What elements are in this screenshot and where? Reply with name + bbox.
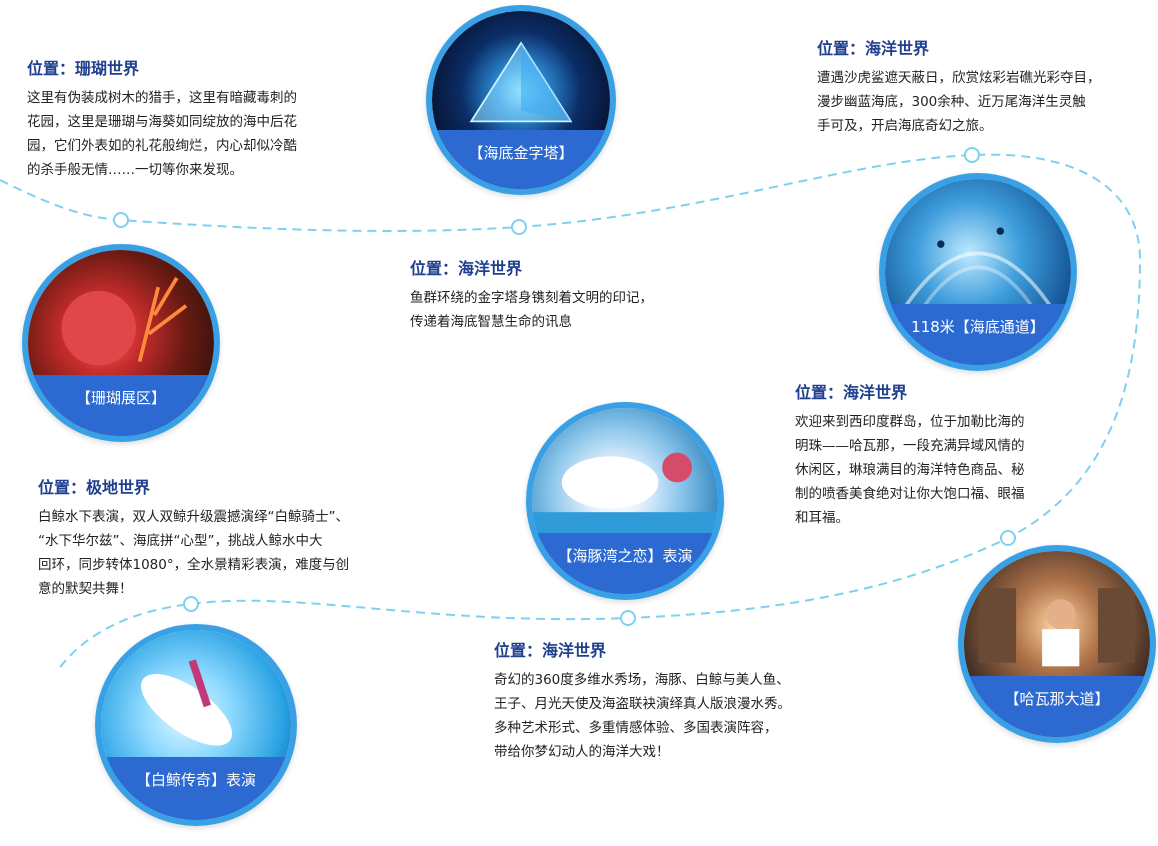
coral-caption: 【珊瑚展区】	[28, 374, 214, 436]
desc-line: 花园，这里是珊瑚与海葵如同绽放的海中后花	[27, 114, 297, 130]
pyramid-location: 位置：海洋世界	[410, 259, 523, 278]
dolphin-location: 位置：海洋世界	[494, 641, 607, 660]
beluga-info: 位置：极地世界 白鲸水下表演，双人双鲸升级震撼演绎“白鲸骑士”、 “水下华尔兹”…	[38, 477, 418, 601]
desc-line: 王子、月光天使及海盗联袂演绎真人版浪漫水秀。	[494, 696, 791, 712]
tunnel-description: 遭遇沙虎鲨遮天蔽日，欣赏炫彩岩礁光彩夺目， 漫步幽蓝海底，300余种、近万尾海洋…	[817, 66, 1147, 138]
havana-location: 位置：海洋世界	[795, 383, 908, 402]
coral-icon	[61, 276, 188, 366]
route-node	[511, 219, 527, 235]
route-node	[183, 596, 199, 612]
desc-line: 白鲸水下表演，双人双鲸升级震撼演绎“白鲸骑士”、	[38, 509, 349, 525]
beluga-icon	[141, 659, 232, 746]
desc-line: 的杀手般无情……一切等你来发现。	[27, 162, 243, 178]
desc-line: 园，它们外表如的礼花般绚烂，内心却似冷酷	[27, 138, 297, 154]
tunnel-icon	[902, 227, 1054, 311]
coral-badge[interactable]: 【珊瑚展区】	[22, 244, 220, 442]
dolphin-caption: 【海豚湾之恋】表演	[532, 532, 718, 594]
desc-line: 遭遇沙虎鲨遮天蔽日，欣赏炫彩岩礁光彩夺目，	[817, 70, 1101, 86]
beluga-description: 白鲸水下表演，双人双鲸升级震撼演绎“白鲸骑士”、 “水下华尔兹”、海底拼“心型”…	[38, 505, 418, 601]
dolphin-info: 位置：海洋世界 奇幻的360度多维水秀场，海豚、白鲸与美人鱼、 王子、月光天使及…	[494, 640, 839, 764]
coral-info: 位置：珊瑚世界 这里有伪装成树木的猎手，这里有暗藏毒刺的 花园，这里是珊瑚与海葵…	[27, 58, 357, 182]
desc-line: 手可及，开启海底奇幻之旅。	[817, 118, 993, 134]
tunnel-badge[interactable]: 118米【海底通道】	[879, 173, 1077, 371]
tunnel-caption: 118米【海底通道】	[885, 303, 1071, 365]
desc-line: 奇幻的360度多维水秀场，海豚、白鲸与美人鱼、	[494, 672, 790, 688]
pyramid-info: 位置：海洋世界 鱼群环绕的金字塔身镌刻着文明的印记， 传递着海底智慧生命的讯息	[410, 258, 710, 334]
tunnel-location: 位置：海洋世界	[817, 39, 930, 58]
beluga-location: 位置：极地世界	[38, 478, 151, 497]
pyramid-description: 鱼群环绕的金字塔身镌刻着文明的印记， 传递着海底智慧生命的讯息	[410, 286, 710, 334]
desc-line: 欢迎来到西印度群岛，位于加勒比海的	[795, 414, 1025, 430]
desc-line: 意的默契共舞！	[38, 581, 133, 597]
pyramid-badge[interactable]: 【海底金字塔】	[426, 5, 616, 195]
tunnel-info: 位置：海洋世界 遭遇沙虎鲨遮天蔽日，欣赏炫彩岩礁光彩夺目， 漫步幽蓝海底，300…	[817, 38, 1147, 138]
desc-line: 鱼群环绕的金字塔身镌刻着文明的印记，	[410, 290, 653, 306]
desc-line: 明珠——哈瓦那，一段充满异域风情的	[795, 438, 1025, 454]
tour-route-line	[0, 153, 1142, 671]
havana-badge[interactable]: 【哈瓦那大道】	[958, 545, 1156, 743]
havana-info: 位置：海洋世界 欢迎来到西印度群岛，位于加勒比海的 明珠——哈瓦那，一段充满异域…	[795, 382, 1085, 530]
route-node	[1000, 530, 1016, 546]
desc-line: 这里有伪装成树木的猎手，这里有暗藏毒刺的	[27, 90, 297, 106]
dolphin-badge[interactable]: 【海豚湾之恋】表演	[526, 402, 724, 600]
desc-line: 传递着海底智慧生命的讯息	[410, 314, 572, 330]
beluga-caption: 【白鲸传奇】表演	[101, 757, 291, 820]
desc-line: 漫步幽蓝海底，300余种、近万尾海洋生灵触	[817, 94, 1086, 110]
pyramid-caption: 【海底金字塔】	[432, 130, 610, 189]
route-node	[113, 212, 129, 228]
route-node	[620, 610, 636, 626]
beluga-badge[interactable]: 【白鲸传奇】表演	[95, 624, 297, 826]
dolphin-description: 奇幻的360度多维水秀场，海豚、白鲸与美人鱼、 王子、月光天使及海盗联袂演绎真人…	[494, 668, 839, 764]
desc-line: 和耳福。	[795, 510, 849, 526]
coral-location: 位置：珊瑚世界	[27, 59, 140, 78]
coral-description: 这里有伪装成树木的猎手，这里有暗藏毒刺的 花园，这里是珊瑚与海葵如同绽放的海中后…	[27, 86, 357, 182]
route-node	[964, 147, 980, 163]
desc-line: 回环，同步转体1080°，全水景精彩表演，难度与创	[38, 557, 350, 573]
desc-line: 多种艺术形式、多重情感体验、多国表演阵容，	[494, 720, 778, 736]
pyramid-icon	[469, 41, 573, 123]
havana-icon	[978, 588, 1136, 667]
havana-caption: 【哈瓦那大道】	[964, 675, 1150, 737]
desc-line: 制的喷香美食绝对让你大饱口福、眼福	[795, 486, 1025, 502]
havana-description: 欢迎来到西印度群岛，位于加勒比海的 明珠——哈瓦那，一段充满异域风情的 休闲区，…	[795, 410, 1085, 530]
desc-line: “水下华尔兹”、海底拼“心型”，挑战人鲸水中大	[38, 533, 323, 549]
desc-line: 带给你梦幻动人的海洋大戏！	[494, 744, 670, 760]
desc-line: 休闲区，琳琅满目的海洋特色商品、秘	[795, 462, 1025, 478]
